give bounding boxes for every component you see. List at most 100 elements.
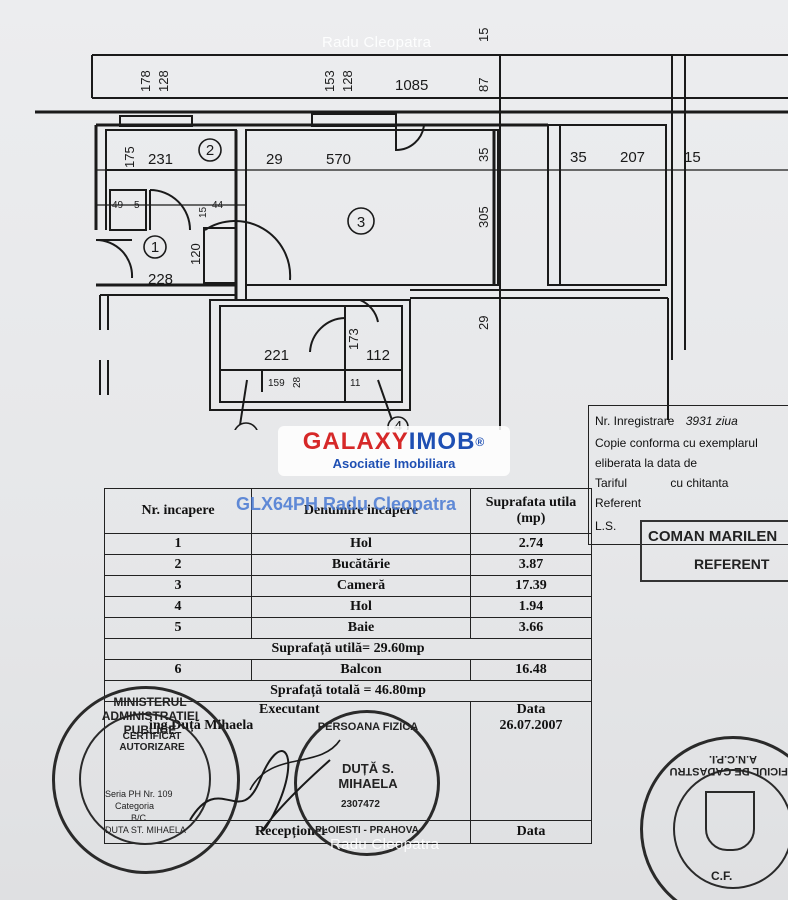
seal-duta-small: DUTA ST. MIHAELA — [105, 825, 186, 835]
signature — [189, 739, 341, 832]
referent-name: COMAN MARILEN — [648, 528, 778, 545]
room-marker-2 — [198, 138, 222, 162]
registration-receipt: cu chitanta — [670, 476, 729, 490]
pf-seal: PERSOANA FIZICA DUȚĂ S. MIHAELA 2307472 … — [294, 710, 440, 856]
row-nr: 6 — [104, 659, 252, 681]
dim-15-top: 15 — [476, 28, 491, 42]
registration-date: eliberata la data de — [595, 456, 698, 470]
logo-brand: GALAXYIMOB® — [278, 428, 510, 456]
dim-11: 11 — [350, 378, 361, 389]
dim-112: 112 — [366, 347, 390, 364]
ministry-seal: MINISTERUL ADMINISTRATIEI PUBLICE CERTIF… — [52, 686, 240, 874]
row-nr: 5 — [104, 617, 252, 639]
logo-brand-blue: IMOB — [408, 428, 476, 455]
seal-bc: B/C — [131, 813, 147, 823]
logo-subtitle: Asociatie Imobiliara — [332, 456, 456, 471]
row-name: Balcon — [251, 659, 471, 681]
row-name: Hol — [251, 596, 471, 618]
header-suprafata: Suprafata utila (mp) — [470, 488, 592, 534]
dim-1085: 1085 — [395, 77, 428, 94]
dim-128-left: 128 — [156, 70, 171, 92]
header-nr: Nr. incapere — [104, 488, 252, 534]
dim-178: 178 — [138, 70, 153, 92]
table-row: 2 Bucătărie 3.87 — [104, 554, 592, 576]
dim-35-vertical: 35 — [476, 148, 491, 162]
row-nr: 1 — [104, 533, 252, 555]
room-marker-1 — [143, 235, 167, 259]
table-row: 1 Hol 2.74 — [104, 533, 592, 555]
dim-28: 28 — [292, 376, 303, 388]
row-name: Cameră — [251, 575, 471, 597]
room-number-2: 2 — [206, 142, 214, 159]
seal-pf-name: DUȚĂ S. MIHAELA — [338, 761, 398, 791]
seal-pf-title: PERSOANA FIZICA — [317, 721, 419, 733]
referent-stamp: COMAN MARILEN REFERENT — [640, 520, 788, 582]
row-nr: 3 — [104, 575, 252, 597]
referent-title: REFERENT — [694, 556, 770, 572]
watermark-top: Radu Cleopatra — [322, 34, 432, 51]
galaxy-imob-logo: GALAXYIMOB® Asociatie Imobiliara — [278, 426, 510, 476]
receptioner-date-label: Data — [470, 820, 592, 844]
dim-87: 87 — [476, 78, 491, 92]
seal-cf: C.F. — [711, 869, 733, 883]
dim-5: 5 — [134, 200, 140, 211]
dim-305: 305 — [476, 206, 491, 228]
room-marker-5 — [234, 422, 258, 430]
dim-120: 120 — [188, 243, 203, 265]
registration-nr-value: 3931 ziua — [685, 414, 738, 428]
useful-total-row: Suprafață utilă= 29.60mp — [104, 638, 592, 660]
agent-watermark: GLX64PH Radu Cleopatra — [236, 494, 457, 514]
dim-159: 159 — [268, 378, 285, 389]
table-row: 5 Baie 3.66 — [104, 617, 592, 639]
dim-44: 44 — [212, 200, 224, 211]
floor-plan: 1 2 3 4 5 15 178 128 153 128 1085 87 175… — [35, 28, 788, 430]
coat-of-arms-icon — [705, 791, 755, 851]
date-label: Data — [516, 702, 546, 717]
row-nr: 4 — [104, 596, 252, 618]
room-number-4: 4 — [394, 418, 402, 430]
watermark-bottom: Radu Cleopatra — [330, 836, 440, 853]
logo-registered: ® — [475, 435, 486, 449]
header-denumire: Denumire incapere — [251, 488, 471, 534]
row-name: Bucătărie — [251, 554, 471, 576]
row-area: 3.87 — [470, 554, 592, 576]
room-number-1: 1 — [151, 239, 159, 256]
registration-nr-label: Nr. Inregistrare — [595, 414, 675, 428]
row-nr: 2 — [104, 554, 252, 576]
registration-copy: Copie conforma cu exemplarul — [595, 436, 758, 450]
row-name: Baie — [251, 617, 471, 639]
dim-29: 29 — [266, 151, 283, 168]
room-number-3: 3 — [357, 214, 365, 231]
row-name: Hol — [251, 533, 471, 555]
executant-label: Executant — [259, 702, 320, 717]
dim-231: 231 — [148, 151, 173, 168]
table-row: 3 Cameră 17.39 — [104, 575, 592, 597]
registration-ls: L.S. — [595, 519, 617, 533]
rooms-table: Nr. incapere Denumire incapere Suprafata… — [104, 488, 592, 844]
seal-pf-code: 2307472 — [341, 799, 380, 810]
table-row: 4 Hol 1.94 — [104, 596, 592, 618]
dim-570: 570 — [326, 151, 351, 168]
room-marker-3 — [347, 207, 375, 235]
row-area: 16.48 — [470, 659, 592, 681]
table-row: 6 Balcon 16.48 — [104, 659, 592, 681]
registration-fee: Tariful cu chitanta — [595, 476, 728, 490]
seal-ancpi-text: OFICIUL DE CADASTRU A.N.C.P.I. — [669, 753, 788, 777]
seal-categoria: Categoria — [115, 801, 155, 811]
grand-total: Sprafață totală = 46.80mp — [104, 680, 592, 702]
seal-cert: CERTIFICAT AUTORIZARE — [119, 731, 185, 753]
dim-173: 173 — [346, 328, 361, 350]
dim-35: 35 — [570, 149, 587, 166]
row-area: 2.74 — [470, 533, 592, 555]
dim-15-small: 15 — [198, 206, 209, 218]
row-area: 3.66 — [470, 617, 592, 639]
registration-box: Nr. Inregistrare 3931 ziua Copie conform… — [588, 405, 788, 545]
logo-brand-red: GALAXY — [302, 428, 409, 455]
dim-221: 221 — [264, 347, 289, 364]
seal-ministry-text: MINISTERUL ADMINISTRATIEI PUBLICE — [101, 695, 199, 737]
dim-128-right: 128 — [340, 70, 355, 92]
date-value: 26.07.2007 — [499, 718, 563, 733]
dim-175: 175 — [122, 146, 137, 168]
room-number-5: 5 — [242, 427, 250, 430]
